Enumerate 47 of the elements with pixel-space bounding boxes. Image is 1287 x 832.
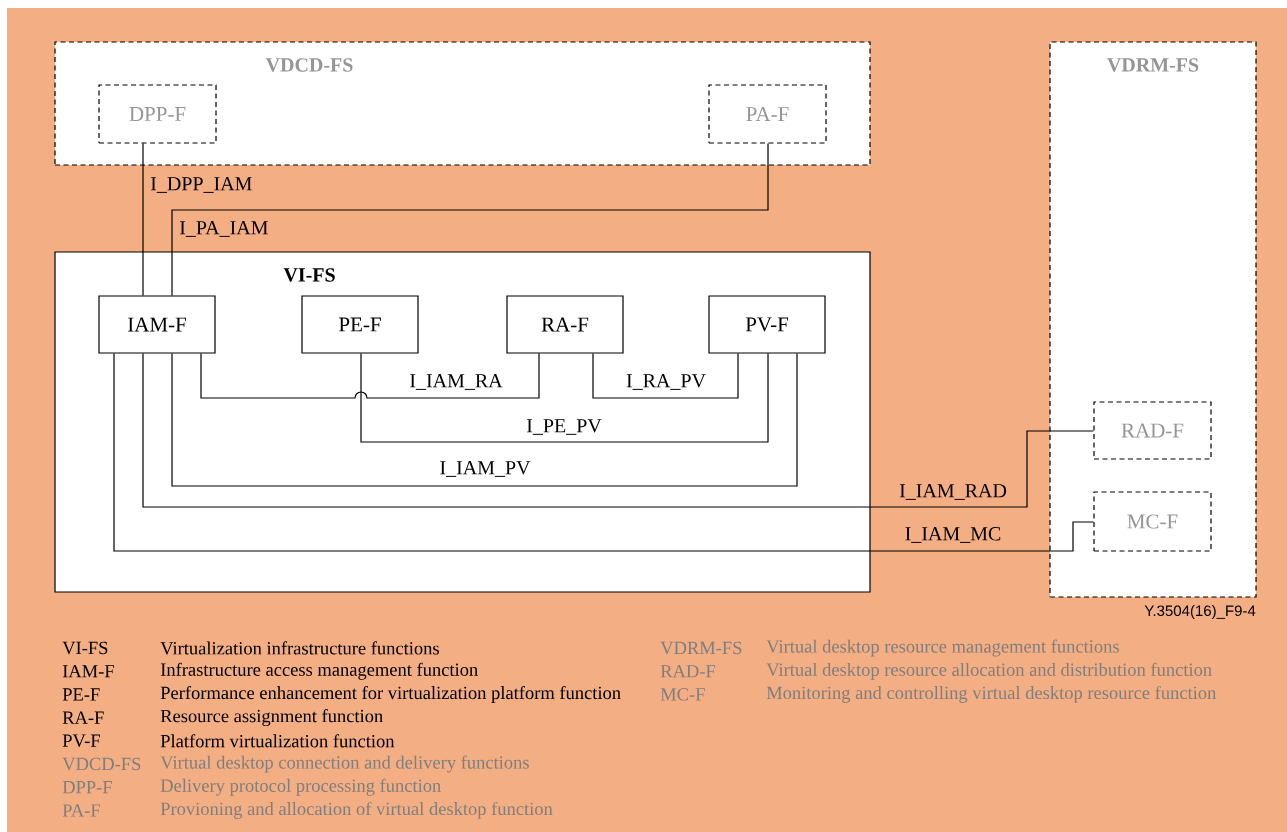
legend-abbreviation: PA-F <box>62 804 100 817</box>
edge-label: I_IAM_PV <box>440 461 531 477</box>
dashed-box: DPP-F <box>98 84 217 144</box>
edge-label: I_PA_IAM <box>179 221 268 237</box>
figure-number: Y.3504(16)_F9-4 <box>1144 605 1256 619</box>
legend-description: Virtual desktop resource allocation and distribution function <box>766 662 1212 680</box>
legend-description: Virtual desktop connection and delivery functions <box>160 755 529 773</box>
function-box: IAM-F <box>98 295 216 354</box>
edge-label: I_IAM_RAD <box>899 484 1007 500</box>
connector-line <box>142 353 1094 508</box>
legend-abbreviation: VDRM-FS <box>660 641 742 655</box>
legend-abbreviation: DPP-F <box>62 781 112 794</box>
legend-abbreviation: VI-FS <box>62 641 108 655</box>
edge-label: I_RA_PV <box>626 374 706 390</box>
legend-description: Performance enhancement for virtualization platform function <box>160 685 621 703</box>
edge-label: I_IAM_RA <box>410 374 503 390</box>
connector-line <box>360 353 769 443</box>
function-box: RA-F <box>506 295 624 354</box>
connector-line <box>592 353 739 399</box>
connector-line <box>142 143 144 296</box>
legend-description: Virtual desktop resource management functions <box>766 639 1119 657</box>
legend-description: Platform virtualization function <box>160 734 395 748</box>
function-box: PE-F <box>301 295 419 354</box>
legend-abbreviation: RAD-F <box>660 665 716 678</box>
edge-label: I_DPP_IAM <box>150 177 252 193</box>
edge-label: I_IAM_MC <box>905 527 1001 543</box>
dashed-box: MC-F <box>1093 491 1212 552</box>
legend-description: Delivery protocol processing function <box>160 778 441 796</box>
connector-line <box>113 353 1094 552</box>
legend-description: Infrastructure access management function <box>160 662 478 680</box>
legend-abbreviation: RA-F <box>62 711 104 724</box>
legend-abbreviation: VDCD-FS <box>62 757 141 771</box>
legend-description: Monitoring and controlling virtual desktop resource function <box>766 685 1217 703</box>
connector-line <box>171 143 769 296</box>
dashed-box: RAD-F <box>1093 401 1212 460</box>
legend-abbreviation: PV-F <box>62 734 100 747</box>
connector-line <box>171 353 798 487</box>
dashed-box: PA-F <box>708 84 827 144</box>
function-box: PV-F <box>708 295 826 354</box>
legend-abbreviation: MC-F <box>660 688 705 701</box>
legend-description: Resource assignment function <box>160 709 383 727</box>
connector-line <box>200 353 540 399</box>
edge-label: I_PE_PV <box>526 419 602 435</box>
legend-description: Virtualization infrastructure functions <box>160 641 439 655</box>
legend-abbreviation: IAM-F <box>62 665 114 678</box>
legend-abbreviation: PE-F <box>62 688 100 701</box>
legend-description: Provioning and allocation of virtual desktop function <box>160 801 553 819</box>
